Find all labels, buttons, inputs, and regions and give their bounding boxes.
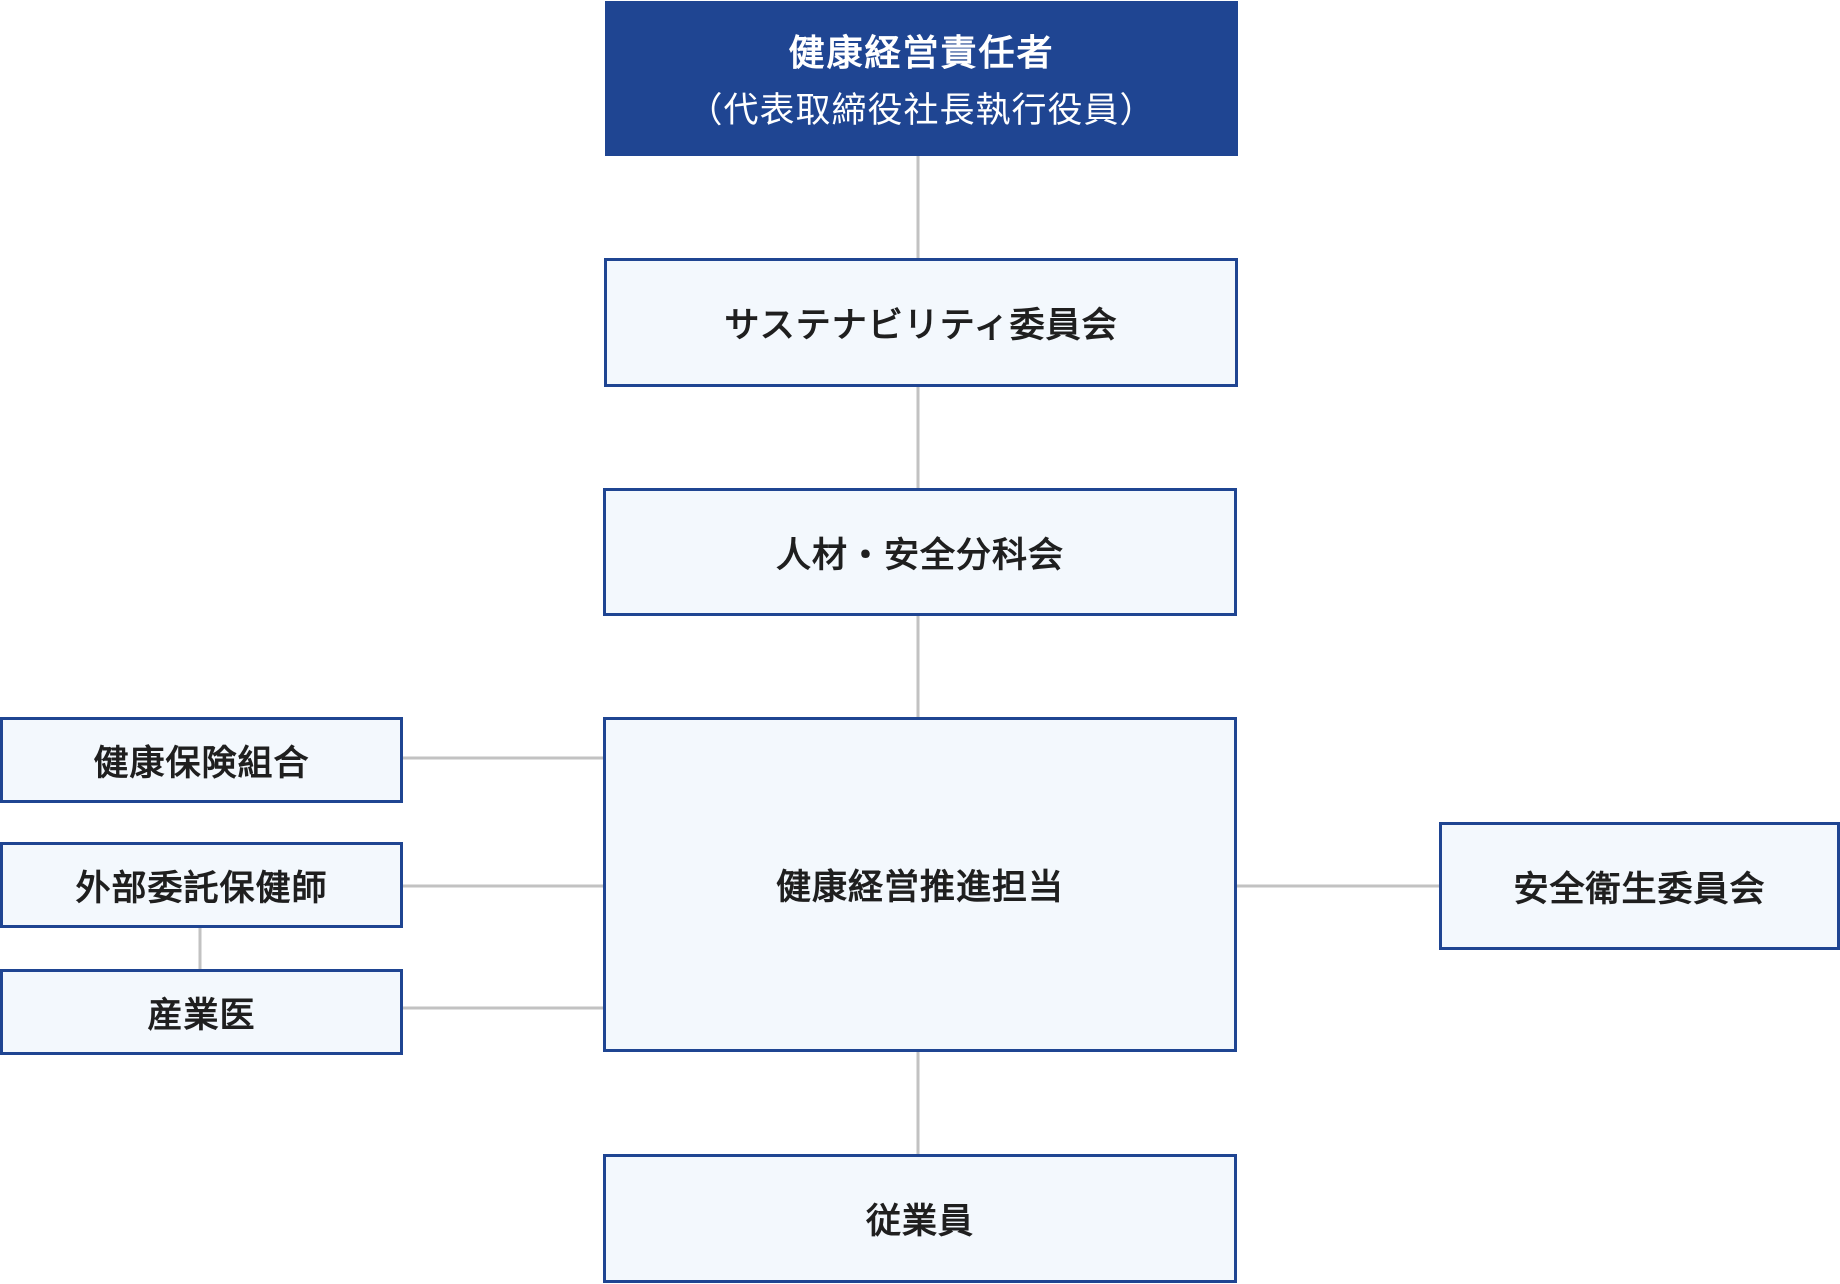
health-promotion-label: 健康経営推進担当 — [775, 868, 1064, 908]
safety-health-committee-label: 安全衛生委員会 — [1513, 869, 1766, 910]
health-insurance-box: 健康保険組合 — [0, 717, 403, 803]
health-management-officer-title: 健康経営責任者 — [788, 33, 1055, 74]
employees-label: 従業員 — [865, 1202, 974, 1242]
hr-safety-subcommittee-label: 人材・安全分科会 — [775, 535, 1064, 576]
health-management-officer-box: 健康経営責任者 （代表取締役社長執行役員） — [605, 1, 1238, 156]
health-promotion-box: 健康経営推進担当 — [603, 717, 1237, 1052]
hr-safety-subcommittee-box: 人材・安全分科会 — [603, 488, 1237, 616]
employees-box: 従業員 — [603, 1154, 1237, 1283]
health-management-officer-subtitle: （代表取締役社長執行役員） — [687, 91, 1156, 131]
sustainability-committee-label: サステナビリティ委員会 — [724, 306, 1118, 346]
industrial-doctor-label: 産業医 — [147, 995, 256, 1036]
external-health-nurse-box: 外部委託保健師 — [0, 842, 403, 928]
sustainability-committee-box: サステナビリティ委員会 — [604, 258, 1238, 387]
safety-health-committee-box: 安全衛生委員会 — [1439, 822, 1840, 950]
external-health-nurse-label: 外部委託保健師 — [75, 868, 328, 909]
health-insurance-label: 健康保険組合 — [93, 743, 310, 784]
industrial-doctor-box: 産業医 — [0, 969, 403, 1055]
